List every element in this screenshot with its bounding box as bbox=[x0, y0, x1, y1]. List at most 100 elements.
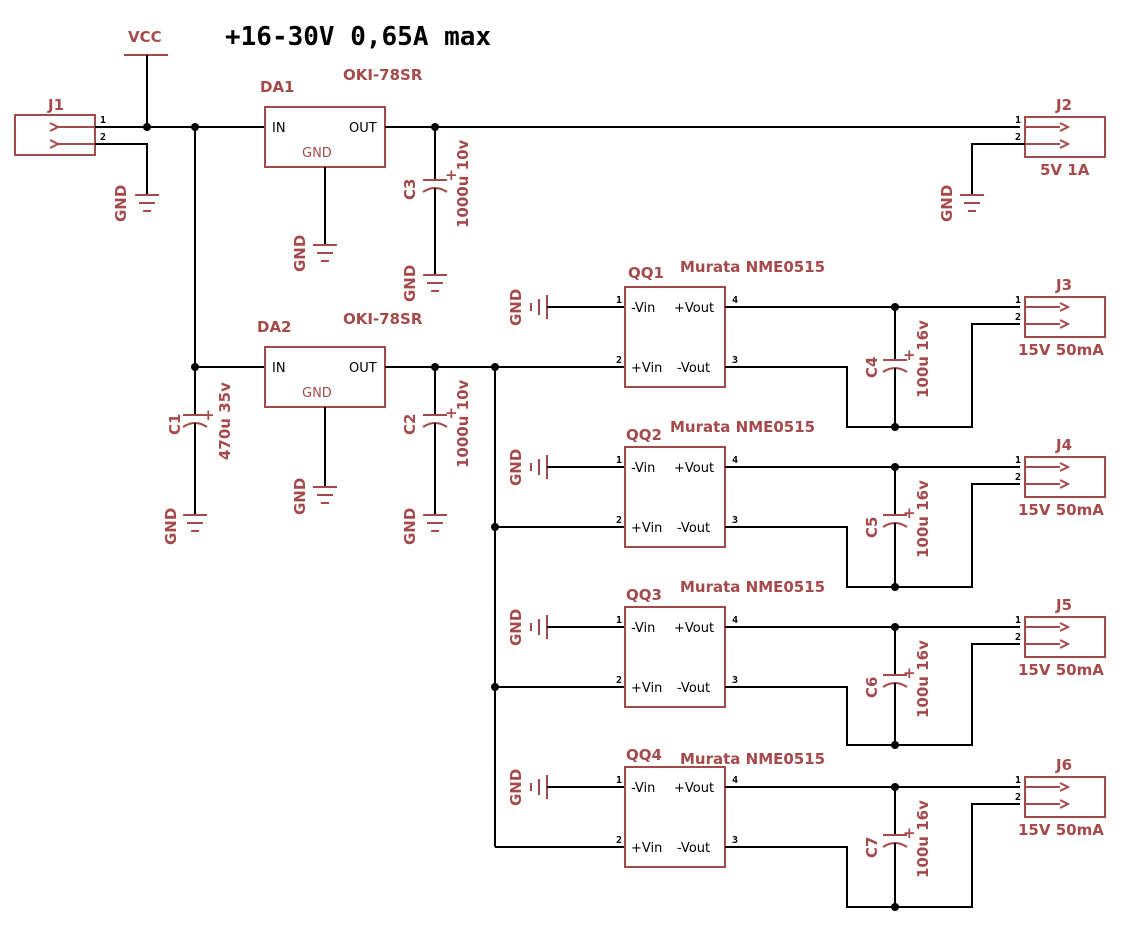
vcc-symbol: VCC bbox=[124, 28, 168, 127]
svg-text:+: + bbox=[903, 664, 916, 682]
gnd-symbol: GND bbox=[938, 185, 984, 222]
svg-text:-Vout: -Vout bbox=[677, 361, 710, 376]
dcdc-qq4: GND QQ4 Murata NME0515 -Vin +Vin +Vout -… bbox=[495, 746, 1020, 911]
j3-ref: J3 bbox=[1055, 276, 1072, 294]
svg-text:+: + bbox=[903, 346, 916, 364]
da2-ref: DA2 bbox=[257, 318, 292, 336]
j6-rating: 15V 50mA bbox=[1018, 821, 1104, 839]
c6-ref: C6 bbox=[863, 677, 881, 698]
j5-ref: J5 bbox=[1055, 596, 1072, 614]
svg-text:-Vin: -Vin bbox=[631, 621, 655, 636]
regulator-da1: DA1 OKI-78SR IN OUT GND bbox=[260, 66, 423, 168]
qq1-ref: QQ1 bbox=[628, 264, 664, 282]
svg-text:GND: GND bbox=[401, 265, 419, 302]
svg-text:+Vin: +Vin bbox=[631, 841, 662, 856]
svg-text:+: + bbox=[445, 166, 458, 184]
connector-j5: J5 15V 50mA 1 2 bbox=[1015, 596, 1106, 679]
gnd-symbol: GND bbox=[507, 289, 548, 326]
qq2-ref: QQ2 bbox=[626, 426, 662, 444]
qq4-ref: QQ4 bbox=[626, 746, 662, 764]
svg-text:2: 2 bbox=[616, 675, 622, 686]
da1-part: OKI-78SR bbox=[343, 66, 423, 84]
svg-text:GND: GND bbox=[291, 478, 309, 515]
svg-text:OUT: OUT bbox=[349, 361, 377, 376]
svg-text:GND: GND bbox=[162, 508, 180, 545]
c7-value: 100u 16v bbox=[914, 800, 932, 878]
j4-rating: 15V 50mA bbox=[1018, 501, 1104, 519]
qq3-part: Murata NME0515 bbox=[680, 578, 825, 596]
dcdc-qq2: GND QQ2 Murata NME0515 -Vin +Vin +Vout -… bbox=[495, 418, 1020, 591]
svg-text:-Vin: -Vin bbox=[631, 301, 655, 316]
svg-text:GND: GND bbox=[507, 289, 525, 326]
svg-text:-Vout: -Vout bbox=[677, 841, 710, 856]
regulator-da2: DA2 OKI-78SR IN OUT GND bbox=[257, 310, 423, 408]
svg-text:2: 2 bbox=[100, 132, 106, 143]
c2-value: 1000u 10v bbox=[454, 379, 472, 468]
svg-text:GND: GND bbox=[507, 609, 525, 646]
svg-text:1: 1 bbox=[1015, 295, 1021, 306]
svg-text:3: 3 bbox=[732, 515, 738, 526]
svg-text:2: 2 bbox=[1015, 472, 1021, 483]
svg-text:4: 4 bbox=[732, 775, 738, 786]
svg-text:4: 4 bbox=[732, 295, 738, 306]
svg-text:IN: IN bbox=[272, 121, 286, 136]
dcdc-qq3: GND QQ3 Murata NME0515 -Vin +Vin +Vout -… bbox=[495, 578, 1020, 749]
connector-j6: J6 15V 50mA 1 2 bbox=[1015, 756, 1106, 839]
j2-ref: J2 bbox=[1055, 96, 1072, 114]
svg-text:GND: GND bbox=[938, 185, 956, 222]
svg-text:GND: GND bbox=[302, 386, 332, 401]
qq2-part: Murata NME0515 bbox=[670, 418, 815, 436]
svg-text:IN: IN bbox=[272, 361, 286, 376]
svg-text:+: + bbox=[202, 406, 215, 424]
j1-ref: J1 bbox=[47, 96, 64, 114]
svg-text:GND: GND bbox=[401, 508, 419, 545]
dcdc-qq1: GND QQ1 Murata NME0515 -Vin +Vin +Vout -… bbox=[495, 258, 1020, 431]
c5-ref: C5 bbox=[863, 517, 881, 538]
title: +16-30V 0,65A max bbox=[225, 22, 491, 52]
c6-value: 100u 16v bbox=[914, 640, 932, 718]
svg-text:+Vout: +Vout bbox=[674, 621, 714, 636]
c2-ref: C2 bbox=[401, 414, 419, 435]
svg-text:2: 2 bbox=[616, 355, 622, 366]
svg-text:2: 2 bbox=[1015, 312, 1021, 323]
capacitor-c3: + C3 1000u 10v bbox=[401, 127, 472, 275]
svg-text:GND: GND bbox=[291, 235, 309, 272]
svg-text:+: + bbox=[903, 504, 916, 522]
svg-text:+Vout: +Vout bbox=[674, 301, 714, 316]
j4-ref: J4 bbox=[1055, 436, 1072, 454]
svg-text:+Vin: +Vin bbox=[631, 521, 662, 536]
svg-text:GND: GND bbox=[507, 769, 525, 806]
capacitor-c1: + C1 470u 35v bbox=[166, 382, 234, 515]
svg-text:1: 1 bbox=[100, 115, 106, 126]
connector-j2: J2 5V 1A 1 2 bbox=[1015, 96, 1106, 179]
c5-value: 100u 16v bbox=[914, 480, 932, 558]
svg-text:-Vin: -Vin bbox=[631, 461, 655, 476]
svg-text:1: 1 bbox=[1015, 775, 1021, 786]
capacitor-c5: + C5 100u 16v bbox=[863, 467, 932, 587]
c7-ref: C7 bbox=[863, 837, 881, 858]
svg-text:+Vin: +Vin bbox=[631, 681, 662, 696]
svg-text:2: 2 bbox=[1015, 632, 1021, 643]
da1-ref: DA1 bbox=[260, 78, 295, 96]
svg-text:1: 1 bbox=[616, 775, 622, 786]
svg-text:3: 3 bbox=[732, 675, 738, 686]
svg-text:-Vout: -Vout bbox=[677, 681, 710, 696]
connector-j1: J1 1 2 bbox=[14, 96, 106, 156]
svg-text:3: 3 bbox=[732, 355, 738, 366]
svg-text:4: 4 bbox=[732, 615, 738, 626]
gnd-symbol: GND bbox=[291, 478, 337, 515]
c1-value: 470u 35v bbox=[216, 382, 234, 460]
gnd-symbol: GND bbox=[507, 609, 548, 646]
capacitor-c4: + C4 100u 16v bbox=[863, 307, 932, 427]
svg-text:OUT: OUT bbox=[349, 121, 377, 136]
gnd-symbol: GND bbox=[112, 185, 159, 222]
svg-text:-Vin: -Vin bbox=[631, 781, 655, 796]
svg-text:+Vin: +Vin bbox=[631, 361, 662, 376]
svg-text:GND: GND bbox=[302, 146, 332, 161]
j6-ref: J6 bbox=[1055, 756, 1072, 774]
svg-text:1: 1 bbox=[1015, 115, 1021, 126]
svg-text:1: 1 bbox=[616, 295, 622, 306]
svg-text:+: + bbox=[445, 404, 458, 422]
vcc-label: VCC bbox=[128, 28, 162, 46]
qq1-part: Murata NME0515 bbox=[680, 258, 825, 276]
